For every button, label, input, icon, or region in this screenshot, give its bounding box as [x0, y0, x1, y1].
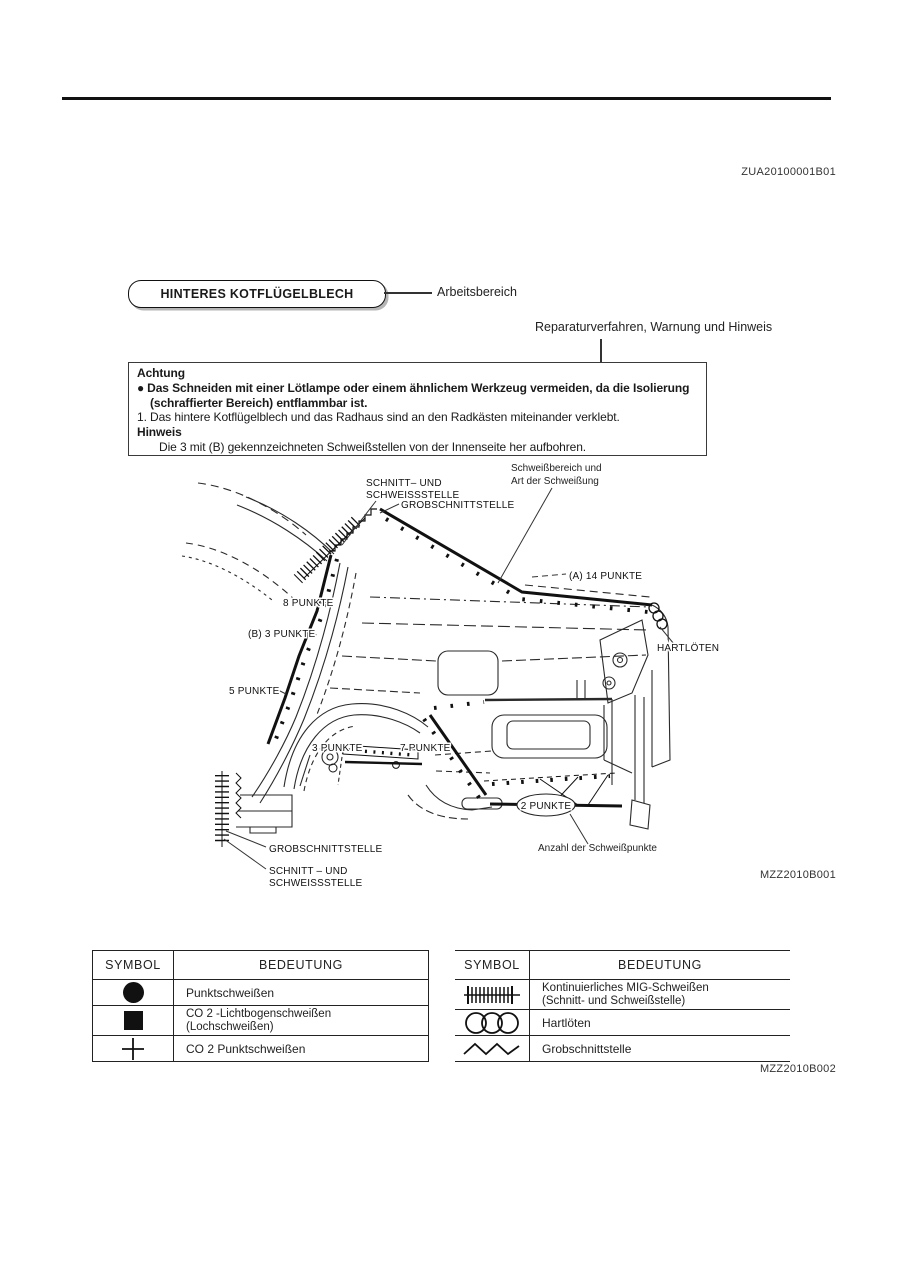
warning-bullet-text2: (schraffierter Bereich) entflammbar ist.	[150, 395, 368, 410]
legend-table-left: SYMBOL BEDEUTUNG Punktschweißen CO 2 -Li…	[92, 950, 429, 1062]
zigzag-icon	[463, 1042, 520, 1055]
filled-square-icon	[123, 1011, 143, 1030]
hatch-band-icon	[464, 985, 520, 1004]
warning-title: Achtung	[137, 366, 185, 380]
table-row: CO 2 -Lichtbogenschweißen (Lochschweißen…	[93, 1005, 428, 1035]
section-title-pill: HINTERES KOTFLÜGELBLECH	[128, 280, 386, 308]
meaning-cell: Punktschweißen	[173, 979, 428, 1005]
car-body-lines	[181, 482, 671, 834]
warning-bullet-text: Das Schneiden mit einer Lötlampe oder ei…	[147, 380, 690, 395]
meaning-line1: Kontinuierliches MIG-Schweißen	[542, 981, 709, 994]
label-3b-punkte: (B) 3 PUNKTE	[248, 629, 316, 640]
label-hartloeten: HARTLÖTEN	[657, 642, 719, 654]
label-7-punkte: 7 PUNKTE	[400, 743, 451, 754]
arbeitsbereich-annotation: Arbeitsbereich	[437, 285, 517, 299]
meaning-cell: CO 2 -Lichtbogenschweißen (Lochschweißen…	[173, 1005, 428, 1035]
table-header-row: SYMBOL BEDEUTUNG	[455, 951, 790, 979]
table-row: Grobschnittstelle	[455, 1035, 790, 1061]
warning-box: Achtung ●Das Schneiden mit einer Lötlamp…	[128, 362, 707, 456]
meaning-cell: Grobschnittstelle	[530, 1035, 790, 1061]
figure1-code: MZZ2010B001	[759, 869, 836, 881]
section-title: HINTERES KOTFLÜGELBLECH	[160, 287, 354, 301]
label-grobschnitt-top: GROBSCHNITTSTELLE	[401, 500, 515, 511]
meaning-cell: CO 2 Punktschweißen	[173, 1035, 428, 1062]
label-schnitt-top-2: SCHWEISSSTELLE	[366, 490, 460, 501]
meaning-cell: Kontinuierliches MIG-Schweißen (Schnitt-…	[530, 979, 790, 1009]
diagram-labels: SCHNITT– UND SCHWEISSSTELLE GROBSCHNITTS…	[228, 462, 721, 891]
weld-count-ellipse	[516, 793, 576, 817]
meaning-line1: CO 2 -Lichtbogenschweißen	[186, 1007, 332, 1020]
label-grobschnitt-bottom: GROBSCHNITTSTELLE	[269, 844, 383, 855]
label-schnitt-top-1: SCHNITT– UND	[366, 478, 442, 489]
label-weld-area-2: Art der Schweißung	[511, 476, 599, 487]
page-reference-code: ZUA20100001B01	[741, 166, 836, 178]
top-rule	[62, 97, 831, 100]
legend-table-right: SYMBOL BEDEUTUNG Kontinuierliches MIG-	[455, 950, 790, 1062]
label-weld-area-1: Schweißbereich und	[511, 463, 602, 474]
meaning-cell: Hartlöten	[530, 1009, 790, 1036]
bullet-marker: ●	[137, 380, 145, 395]
pill-connector-line	[384, 292, 432, 294]
label-schnitt-bottom-2: SCHWEISSSTELLE	[269, 878, 363, 889]
label-2-punkte: 2 PUNKTE	[521, 801, 572, 812]
bedeutung-header: BEDEUTUNG	[173, 951, 428, 979]
table-row: Punktschweißen	[93, 979, 428, 1005]
procedure-connector-line	[600, 339, 602, 362]
table-header-row: SYMBOL BEDEUTUNG	[93, 951, 428, 979]
meaning-line2: (Lochschweißen)	[186, 1020, 274, 1033]
table-row: Kontinuierliches MIG-Schweißen (Schnitt-…	[455, 979, 790, 1009]
note-text: Die 3 mit (B) gekennzeichneten Schweißst…	[159, 439, 587, 454]
label-5-punkte: 5 PUNKTE	[229, 686, 280, 697]
figure2-code: MZZ2010B002	[759, 1063, 836, 1075]
warning-bullet-line: ●Das Schneiden mit einer Lötlampe oder e…	[137, 381, 698, 396]
symbol-header: SYMBOL	[455, 951, 530, 979]
label-8-punkte: 8 PUNKTE	[283, 598, 334, 609]
bedeutung-header: BEDEUTUNG	[618, 958, 702, 972]
table-row: CO 2 Punktschweißen	[93, 1035, 428, 1062]
label-14-punkte: (A) 14 PUNKTE	[569, 571, 642, 582]
filled-circle-icon	[122, 982, 144, 1003]
rear-fender-diagram: SCHNITT– UND SCHWEISSSTELLE GROBSCHNITTS…	[181, 462, 721, 891]
note-title: Hinweis	[137, 425, 182, 440]
warning-item1: 1. Das hintere Kotflügelblech und das Ra…	[137, 410, 620, 425]
label-schnitt-bottom-1: SCHNITT – UND	[269, 866, 348, 877]
procedure-annotation: Reparaturverfahren, Warnung und Hinweis	[535, 320, 773, 334]
label-anzahl: Anzahl der Schweißpunkte	[538, 843, 657, 854]
symbol-header: SYMBOL	[105, 958, 161, 972]
meaning-line2: (Schnitt- und Schweißstelle)	[542, 994, 686, 1007]
cross-icon	[122, 1038, 144, 1060]
table-row: Hartlöten	[455, 1009, 790, 1036]
three-circles-icon	[465, 1012, 519, 1034]
leader-lines	[223, 487, 675, 870]
label-3-punkte: 3 PUNKTE	[312, 743, 363, 754]
weld-seams-and-cut-marks	[215, 507, 668, 847]
